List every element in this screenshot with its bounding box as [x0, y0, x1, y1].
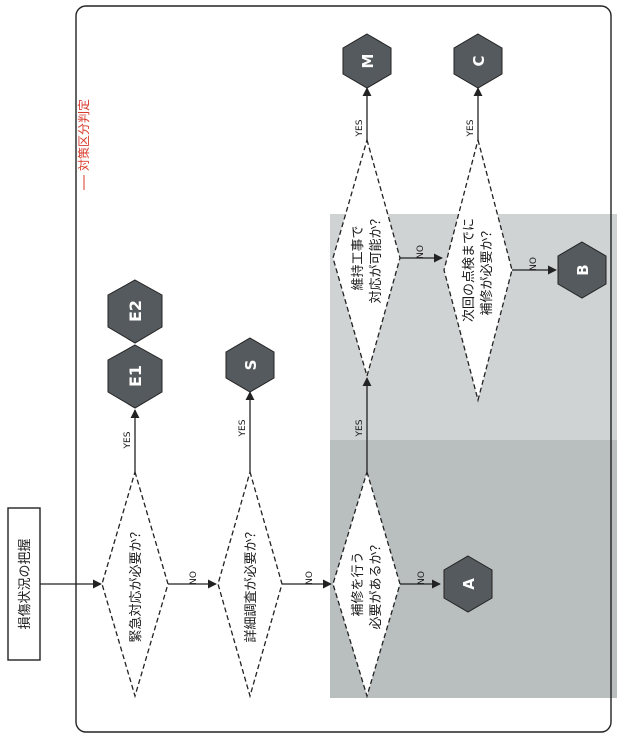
terminal-e2: E2	[107, 279, 163, 344]
edge-d1-e1-yes: YES	[123, 431, 133, 449]
decision-d1	[101, 469, 169, 699]
terminal-e1: E1	[107, 344, 163, 409]
terminal-e1-label: E1	[126, 365, 145, 387]
frame-title: 対策区分判定	[76, 99, 91, 171]
edge-d5-c-yes: YES	[466, 119, 476, 137]
decision-d3	[332, 469, 401, 699]
determination-frame	[75, 5, 612, 733]
terminal-c-label: C	[470, 55, 488, 66]
decision-d2-line1: 詳細調査が必要か？	[243, 525, 259, 642]
decision-d1-line1: 緊急対応が必要か？	[129, 525, 144, 642]
start-box	[7, 507, 41, 661]
decision-d5	[443, 137, 513, 403]
edge-d3-a-no: NO	[417, 571, 427, 585]
terminal-c: C	[453, 33, 503, 89]
decision-d4-line1: 維持工事で	[351, 225, 366, 290]
decision-d2	[217, 469, 283, 699]
terminal-a-label: A	[460, 578, 478, 590]
decision-d3-line1: 補修を行う	[351, 551, 366, 616]
decision-d5-line2: 補修が必要か？	[480, 224, 495, 315]
decision-d4-line2: 対応が可能か？	[369, 212, 384, 303]
decision-d3-line2: 必要があるか？	[369, 538, 384, 629]
terminal-m-label: M	[359, 54, 377, 69]
terminal-a: A	[443, 555, 493, 613]
edge-d2-s-yes: YES	[238, 419, 248, 437]
terminal-m: M	[342, 33, 392, 89]
edge-d3-d4-yes: YES	[355, 419, 365, 437]
decision-d5-line1: 次回の点検までに	[461, 218, 477, 322]
edge-d4-d5-no: NO	[416, 245, 426, 259]
terminal-s-label: S	[242, 360, 260, 371]
terminal-e2-label: E2	[126, 300, 145, 322]
edge-d1-d2-no: NO	[189, 571, 199, 585]
decision-d4	[332, 137, 401, 379]
edge-d2-d3-no: NO	[305, 571, 315, 585]
terminal-b-label: B	[574, 264, 592, 275]
edge-d4-m-yes: YES	[355, 119, 365, 137]
terminal-b: B	[557, 241, 607, 299]
start-box-label: 損傷状況の把握	[18, 538, 33, 629]
terminal-s: S	[225, 337, 275, 393]
edge-d5-b-no: NO	[529, 257, 539, 271]
